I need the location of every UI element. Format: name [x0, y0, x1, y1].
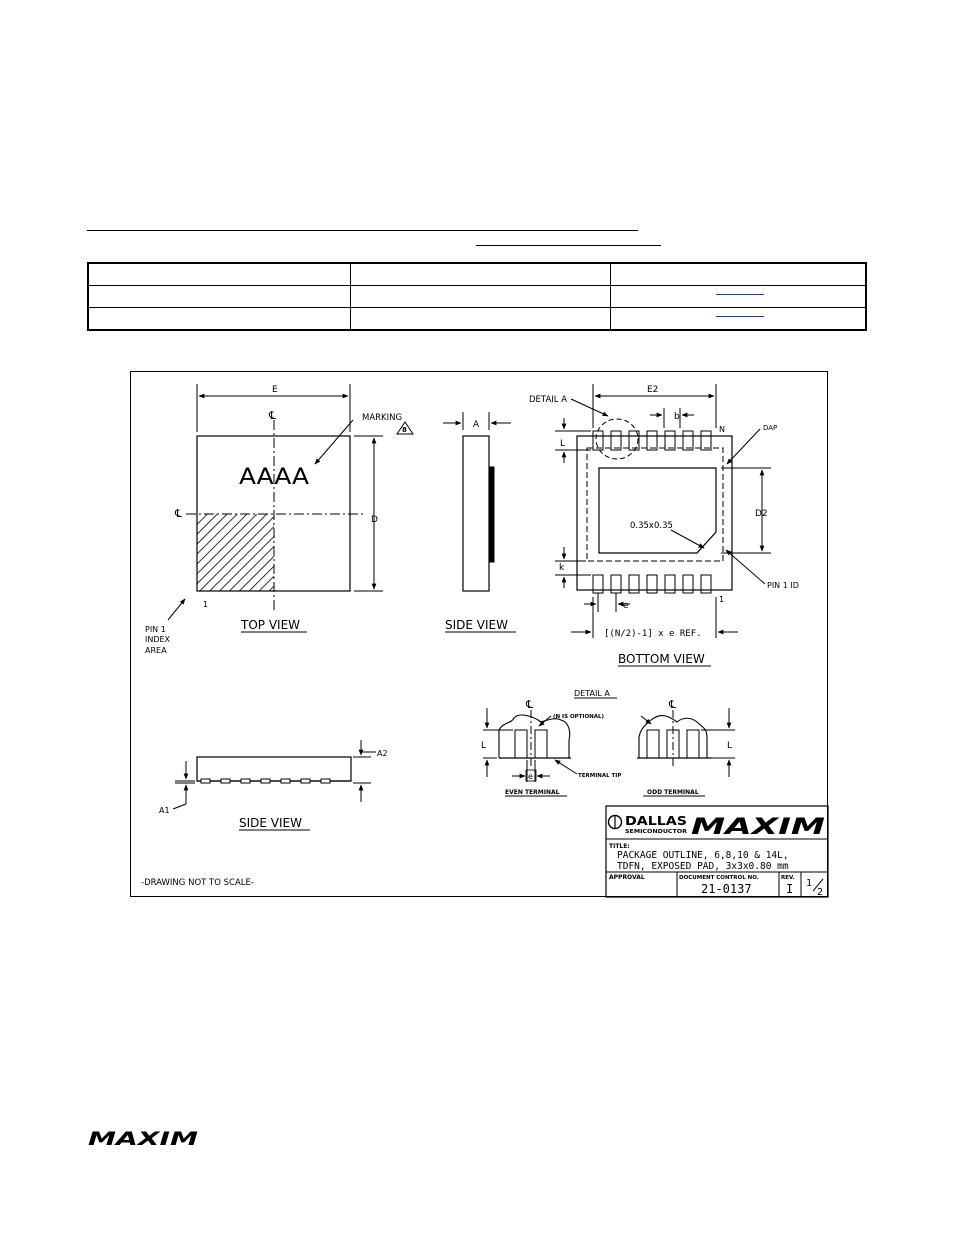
- centerline-symbol: ℄: [174, 507, 182, 520]
- pad-chamfer-label: 0.35x0.35: [630, 521, 673, 531]
- not-to-scale-note: -DRAWING NOT TO SCALE-: [141, 878, 254, 888]
- pin-n-label: N: [719, 425, 725, 434]
- rev-label: REV.: [781, 875, 795, 881]
- table-cell: [610, 307, 867, 331]
- pin1-index-hatch: [197, 514, 274, 591]
- dim-D-label: D: [371, 515, 378, 525]
- optional-note: (N IS OPTIONAL): [553, 714, 604, 720]
- marking-label: MARKING: [362, 413, 402, 423]
- table-cell: [350, 285, 611, 308]
- doc-control-label: DOCUMENT CONTROL NO.: [679, 875, 759, 881]
- title-block: [605, 805, 829, 898]
- dim-b-label: b: [674, 412, 680, 422]
- bottom-view-title: BOTTOM VIEW: [618, 652, 705, 666]
- side-view-bottom: [172, 740, 376, 831]
- table-cell: [610, 262, 867, 286]
- detail-L-label: L: [481, 741, 486, 751]
- bottom-pin1-number: 1: [719, 595, 724, 604]
- table-cell: [87, 262, 351, 286]
- top-view-title: TOP VIEW: [240, 618, 300, 632]
- dim-D2-label: D2: [755, 509, 768, 519]
- dim-A1-label: A1: [159, 806, 170, 815]
- side-view-title: SIDE VIEW: [445, 618, 508, 632]
- even-terminal-label: EVEN TERMINAL: [505, 789, 560, 796]
- centerline-symbol: ℄: [525, 698, 533, 711]
- pin1-index-label: INDEX: [145, 635, 171, 644]
- dallas-logo: DALLAS: [625, 814, 687, 828]
- dim-L-label: L: [560, 439, 565, 449]
- dim-e-label: e: [623, 601, 629, 611]
- terminal-tip-label: TERMINAL TIP: [578, 773, 621, 779]
- detail-a-title: DETAIL A: [574, 689, 610, 698]
- approval-label: APPROVAL: [609, 874, 645, 881]
- table-cell: [350, 262, 611, 286]
- doc-number: 21-0137: [701, 882, 752, 896]
- detail-a: [483, 697, 735, 797]
- detail-L-label: L: [727, 741, 732, 751]
- table-row: [87, 262, 867, 286]
- maxim-footer-logo: MAXIM: [88, 1128, 198, 1148]
- table-row: [87, 285, 867, 308]
- maxim-footer-logo-text: MAXIM: [88, 1128, 198, 1148]
- side-view-bottom-title: SIDE VIEW: [239, 816, 302, 830]
- title-line-2: TDFN, EXPOSED PAD, 3x3x0.80 mm: [617, 861, 789, 872]
- pin1-number: 1: [203, 600, 208, 609]
- table-cell: [610, 285, 867, 308]
- marking-text: AAAA: [239, 465, 309, 490]
- header-rule-long: [87, 230, 638, 231]
- dim-E-label: E: [272, 385, 278, 395]
- drawing-link[interactable]: [716, 294, 764, 295]
- side-view-right: [443, 412, 516, 633]
- title-label: TITLE:: [609, 843, 630, 850]
- dim-A2-label: A2: [377, 749, 388, 758]
- table-cell: [87, 307, 351, 331]
- pin1-index-label: AREA: [145, 646, 167, 655]
- rev-value: I: [786, 882, 793, 896]
- pitch-ref-label: [(N/2)-1] x e REF.: [604, 629, 702, 639]
- bottom-view: [555, 384, 771, 667]
- pin1-index-label: PIN 1: [145, 625, 166, 634]
- top-view: [167, 384, 414, 633]
- sheet-total: 2: [817, 887, 823, 898]
- dim-E2-label: E2: [647, 385, 658, 395]
- package-table: [87, 262, 867, 331]
- table-cell: [87, 285, 351, 308]
- sheet-number: 1: [806, 878, 812, 889]
- detail-e-box: e: [528, 772, 533, 781]
- header-rule-short: [476, 245, 661, 246]
- table-row: [87, 307, 867, 331]
- dap-label: DAP: [763, 424, 777, 432]
- dallas-subtitle: SEMICONDUCTOR: [625, 829, 688, 835]
- centerline-symbol: ℄: [268, 409, 276, 422]
- centerline-symbol: ℄: [668, 698, 676, 711]
- maxim-logo: MAXIM: [691, 815, 825, 840]
- package-outline-drawing: E ℄ ℄ MARKING 8 AAAA D 1 PIN 1 INDEX ARE…: [130, 371, 829, 898]
- title-line-1: PACKAGE OUTLINE, 6,8,10 & 14L,: [617, 850, 789, 861]
- dim-k-label: k: [559, 563, 565, 573]
- drawing-svg: E ℄ ℄ MARKING 8 AAAA D 1 PIN 1 INDEX ARE…: [141, 384, 829, 898]
- dim-A-label: A: [473, 420, 480, 430]
- detail-a-callout: DETAIL A: [529, 395, 567, 405]
- marking-note-number: 8: [402, 426, 407, 434]
- odd-terminal-label: ODD TERMINAL: [647, 789, 699, 796]
- table-cell: [350, 307, 611, 331]
- drawing-link[interactable]: [716, 316, 764, 317]
- pin1-id-label: PIN 1 ID: [767, 581, 799, 590]
